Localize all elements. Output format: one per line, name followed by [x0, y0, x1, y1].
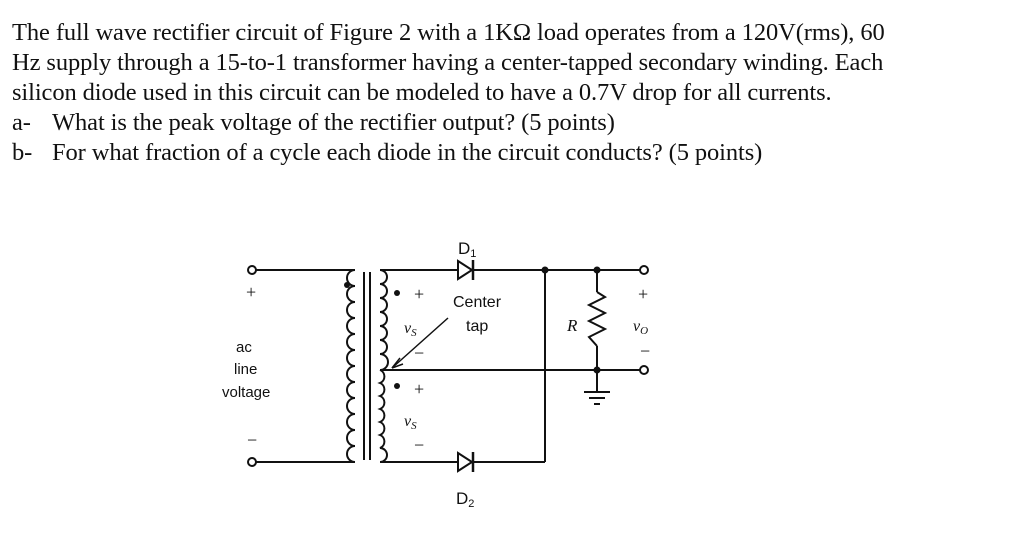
primary-winding [346, 269, 356, 463]
output-plus-sign: + [638, 284, 648, 304]
center-tap-label-center: Center [453, 294, 502, 311]
output-voltage-symbol: vO [633, 318, 648, 337]
resistor-top-junction [593, 266, 601, 274]
vs-top-symbol: vS [404, 320, 417, 339]
question-b-marker: b- [12, 139, 33, 166]
diode-d1-triangle [457, 259, 474, 281]
resistor-bottom-junction [593, 366, 601, 374]
vs-bottom-symbol: vS [404, 413, 417, 432]
output-top-terminal [639, 265, 649, 275]
load-resistor [586, 291, 608, 347]
question-a-text: What is the peak voltage of the rectifie… [52, 109, 615, 136]
vs-bottom-minus: − [414, 435, 424, 455]
diode-d2 [457, 451, 475, 473]
primary-polarity-dot [344, 282, 350, 288]
secondary-winding-bottom [377, 369, 388, 463]
center-tap-arrowhead [391, 357, 404, 369]
diode-d1-label: D1 [458, 239, 476, 260]
diode-d2-triangle [457, 451, 474, 473]
output-bottom-terminal [639, 365, 649, 375]
ground-icon [584, 391, 610, 405]
input-top-terminal [247, 265, 257, 275]
intro-line-2: Hz supply through a 15-to-1 transformer … [12, 49, 884, 76]
question-b-text: For what fraction of a cycle each diode … [52, 139, 763, 166]
center-tap-label-tap: tap [466, 318, 488, 335]
secondary-bottom-polarity-dot [394, 383, 400, 389]
diode-d1 [457, 259, 475, 281]
input-label-line: line [234, 361, 257, 378]
cathode-top-junction [541, 266, 549, 274]
question-a: a- What is the peak voltage of the recti… [12, 108, 1012, 138]
resistor-label: R [566, 316, 578, 335]
input-plus-sign: + [246, 282, 256, 302]
input-bottom-terminal [247, 457, 257, 467]
diode-d2-label: D2 [456, 489, 474, 510]
secondary-winding-top [379, 269, 389, 371]
input-minus-sign: − [247, 430, 257, 450]
circuit-wires [256, 269, 640, 463]
intro-line-1: The full wave rectifier circuit of Figur… [12, 19, 885, 46]
problem-statement: The full wave rectifier circuit of Figur… [12, 18, 1012, 168]
input-label-voltage: voltage [222, 384, 270, 401]
vs-top-plus: + [414, 284, 424, 304]
intro-line-3: silicon diode used in this circuit can b… [12, 79, 832, 106]
secondary-top-polarity-dot [394, 290, 400, 296]
input-label-ac: ac [236, 339, 252, 356]
center-tap-pointer [391, 317, 449, 369]
output-minus-sign: − [640, 341, 650, 361]
vs-bottom-plus: + [414, 379, 424, 399]
question-a-marker: a- [12, 109, 31, 136]
question-b: b- For what fraction of a cycle each dio… [12, 138, 1012, 168]
center-tap-pointer-line [391, 317, 449, 369]
transformer [346, 269, 389, 463]
vs-top-minus: − [414, 343, 424, 363]
